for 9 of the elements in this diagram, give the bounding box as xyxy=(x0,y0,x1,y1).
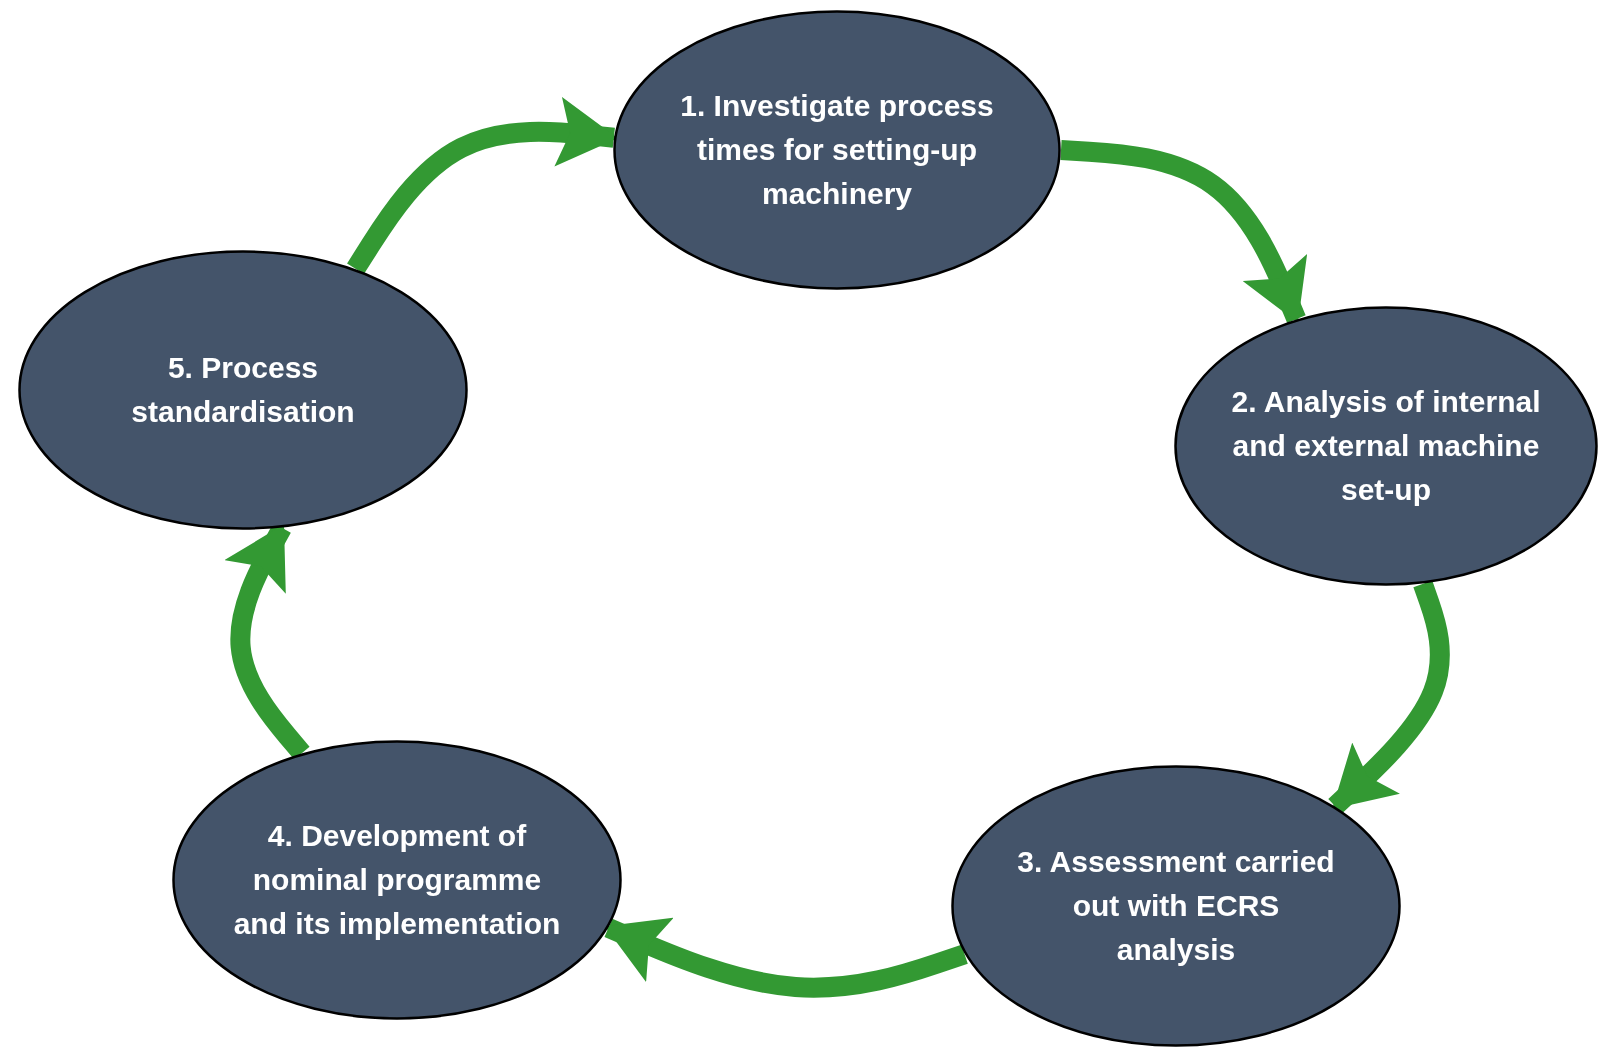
step-label: 3. Assessment carried out with ECRS analysis xyxy=(1016,844,1336,968)
step-label: 4. Development of nominal programme and its implementation xyxy=(232,818,562,942)
step-label: 1. Investigate process times for setting-up machinery xyxy=(679,88,995,212)
curved-arrow xyxy=(604,917,968,998)
curved-arrow xyxy=(347,96,618,275)
step-label: 2. Analysis of internal and external machine set-up xyxy=(1230,384,1542,508)
step-label: 5. Process standardisation xyxy=(130,350,356,430)
curved-arrow xyxy=(1060,140,1308,323)
curved-arrow xyxy=(1328,580,1450,814)
